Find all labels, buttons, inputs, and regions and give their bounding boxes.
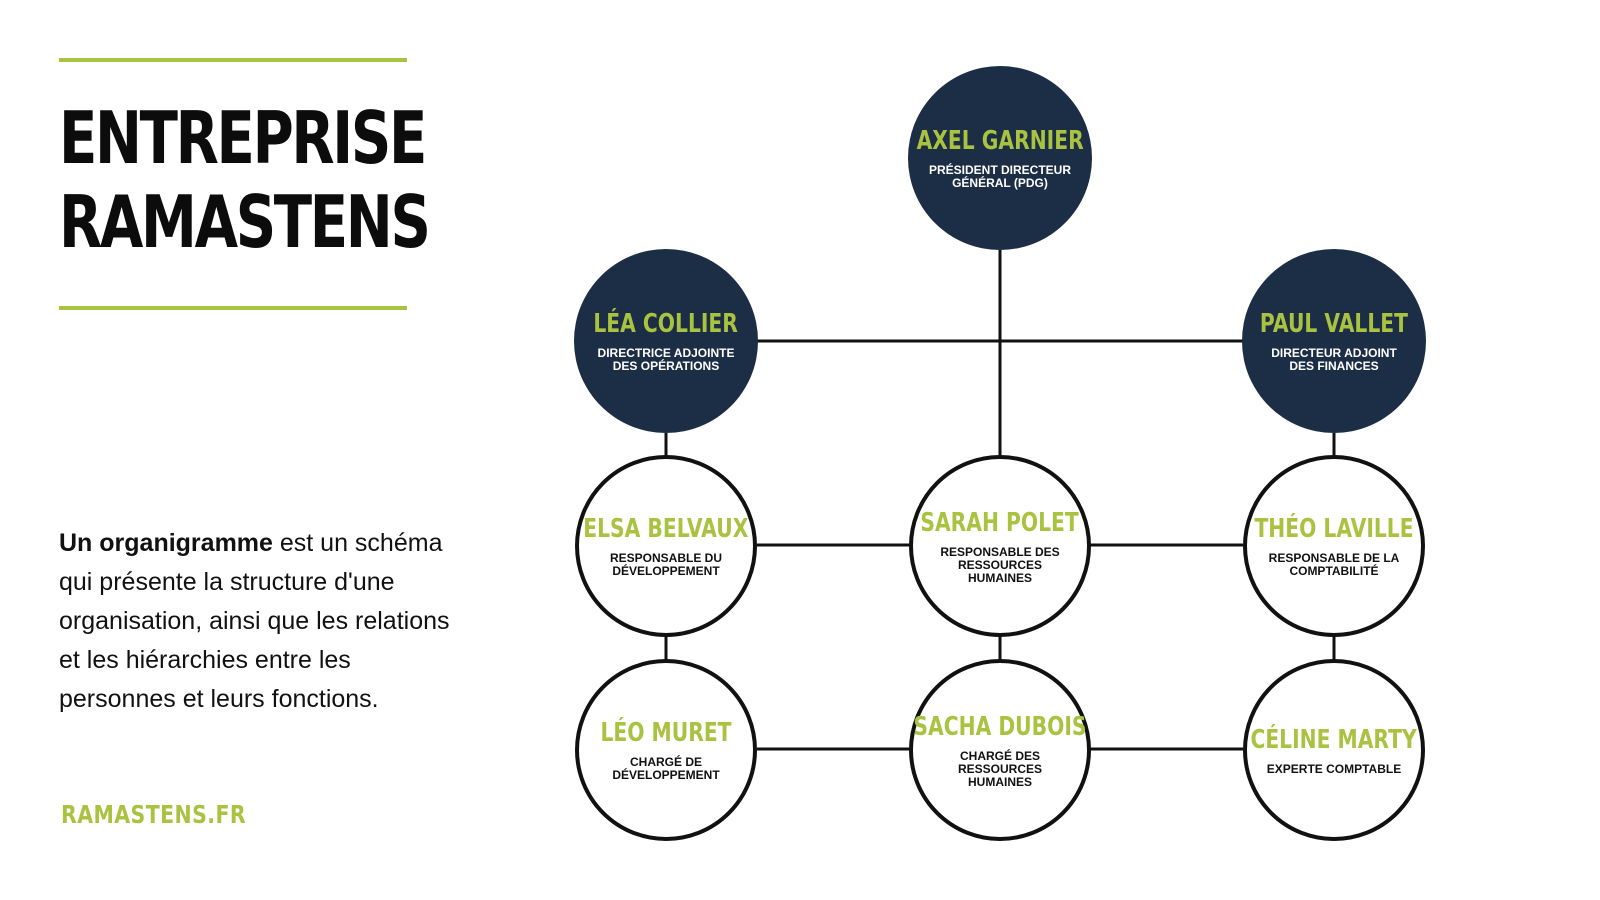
node-name: AXEL GARNIER (916, 126, 1084, 156)
node-name: SACHA DUBOIS (913, 711, 1087, 742)
node-role: RESPONSABLE DES RESSOURCES HUMAINES (940, 544, 1060, 585)
node-role: CHARGÉ DE DÉVELOPPEMENT (612, 755, 720, 782)
node-accounting-manager: THÉO LAVILLE RESPONSABLE DE LA COMPTABIL… (1243, 455, 1425, 637)
node-deputy-finances: PAUL VALLET DIRECTEUR ADJOINT DES FINANC… (1242, 249, 1426, 433)
node-hr-manager: SARAH POLET RESPONSABLE DES RESSOURCES H… (909, 455, 1091, 637)
node-name: PAUL VALLET (1259, 309, 1409, 339)
node-name: LÉA COLLIER (593, 309, 739, 339)
node-development-manager: ELSA BELVAUX RESPONSABLE DU DÉVELOPPEMEN… (575, 455, 757, 637)
node-name: LÉO MURET (600, 718, 732, 748)
page-title: ENTREPRISE RAMASTENS (59, 96, 431, 264)
node-role: RESPONSABLE DU DÉVELOPPEMENT (609, 551, 722, 578)
node-role: RESPONSABLE DE LA COMPTABILITÉ (1268, 551, 1400, 578)
node-deputy-operations: LÉA COLLIER DIRECTRICE ADJOINTE DES OPÉR… (574, 249, 758, 433)
page-title-line-1: ENTREPRISE (59, 96, 427, 180)
node-name: THÉO LAVILLE (1254, 514, 1414, 544)
node-hr-officer: SACHA DUBOIS CHARGÉ DES RESSOURCES HUMAI… (909, 659, 1091, 841)
node-role: PRÉSIDENT DIRECTEUR GÉNÉRAL (PDG) (928, 163, 1071, 190)
intro-text: est un schéma qui présente la structure … (59, 529, 450, 713)
node-role: CHARGÉ DES RESSOURCES HUMAINES (957, 748, 1043, 789)
node-role: DIRECTRICE ADJOINTE DES OPÉRATIONS (597, 346, 735, 373)
page-title-line-2: RAMASTENS (59, 180, 431, 264)
node-accountant: CÉLINE MARTY EXPERTE COMPTABLE (1243, 659, 1425, 841)
node-development-officer: LÉO MURET CHARGÉ DE DÉVELOPPEMENT (575, 659, 757, 841)
node-name: SARAH POLET (920, 507, 1080, 538)
node-role: EXPERTE COMPTABLE (1266, 761, 1402, 776)
node-name: CÉLINE MARTY (1250, 724, 1418, 755)
top-divider (59, 58, 407, 62)
intro-paragraph: Un organigramme est un schéma qui présen… (59, 524, 459, 719)
node-name: ELSA BELVAUX (583, 514, 749, 544)
intro-term: Un organigramme (59, 529, 273, 557)
node-role: DIRECTEUR ADJOINT DES FINANCES (1271, 346, 1397, 373)
bottom-divider (59, 306, 407, 310)
website-link[interactable]: RAMASTENS.FR (61, 800, 247, 829)
node-ceo: AXEL GARNIER PRÉSIDENT DIRECTEUR GÉNÉRAL… (908, 66, 1092, 250)
